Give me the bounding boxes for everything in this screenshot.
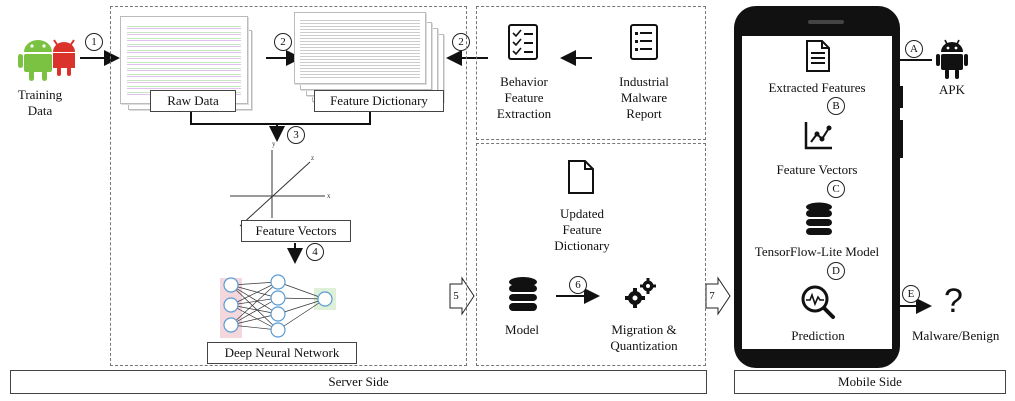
checklist-icon bbox=[508, 24, 538, 65]
updated-dictionary-label: Updated Feature Dictionary bbox=[540, 206, 624, 254]
step-5-badge: 5 bbox=[453, 290, 459, 302]
phone-screen bbox=[742, 36, 892, 349]
line-chart-icon bbox=[804, 120, 834, 155]
malware-report-label: Industrial Malware Report bbox=[604, 74, 684, 122]
mobile-feature-vectors-label: Feature Vectors bbox=[776, 162, 858, 177]
feature-dictionary-label: Feature Dictionary bbox=[314, 90, 444, 112]
behavior-line1: Behavior bbox=[500, 74, 548, 89]
axes-3d-icon: y x z bbox=[230, 140, 331, 227]
behavior-extraction-label: Behavior Feature Extraction bbox=[484, 74, 564, 122]
question-mark-icon: ? bbox=[944, 282, 963, 320]
apk-label: APK bbox=[938, 82, 965, 97]
raw-data-doc bbox=[120, 16, 248, 104]
migration-line2: Quantization bbox=[610, 338, 678, 353]
model-label: Model bbox=[505, 322, 539, 337]
behavior-line2: Feature bbox=[504, 90, 544, 105]
updated-line1: Updated bbox=[559, 206, 605, 221]
gears-icon bbox=[624, 276, 658, 315]
report-line2: Malware bbox=[620, 90, 668, 105]
server-panel bbox=[110, 6, 467, 366]
migration-label: Migration & Quantization bbox=[596, 322, 692, 354]
mobile-side-footer: Mobile Side bbox=[734, 370, 1006, 394]
step-4-badge: 4 bbox=[306, 243, 324, 261]
extracted-features-label: Extracted Features bbox=[768, 80, 866, 95]
model-panel bbox=[476, 143, 706, 366]
phone-volume-button bbox=[899, 86, 903, 108]
database-icon bbox=[508, 276, 538, 317]
android-icon bbox=[18, 36, 58, 87]
apk-android-icon bbox=[936, 38, 968, 85]
malware-android-icon bbox=[50, 38, 78, 83]
step-B-badge: B bbox=[827, 97, 845, 115]
feature-dictionary-doc bbox=[294, 12, 426, 84]
training-label-line2: Data bbox=[27, 103, 53, 118]
updated-line2: Feature bbox=[562, 222, 602, 237]
bracket-3 bbox=[190, 112, 371, 125]
report-line1: Industrial bbox=[619, 74, 669, 89]
phone-power-button bbox=[899, 120, 903, 158]
malware-benign-label: Malware/Benign bbox=[912, 328, 1000, 343]
step-C-badge: C bbox=[827, 180, 845, 198]
dnn-label: Deep Neural Network bbox=[207, 342, 357, 364]
block-arrow-7 bbox=[705, 276, 731, 316]
magnifier-pulse-icon bbox=[800, 284, 836, 325]
neural-network-icon bbox=[220, 274, 336, 338]
step-7-badge: 7 bbox=[709, 290, 715, 302]
step-6-badge: 6 bbox=[569, 276, 587, 294]
tflite-database-icon bbox=[805, 202, 833, 241]
prediction-label: Prediction bbox=[791, 328, 845, 343]
migration-line1: Migration & bbox=[611, 322, 677, 337]
svg-text:y: y bbox=[272, 140, 276, 148]
document-icon bbox=[568, 160, 594, 199]
raw-data-label: Raw Data bbox=[150, 90, 236, 112]
training-data-label: Training Data bbox=[10, 87, 70, 119]
step-1-badge: 1 bbox=[85, 33, 103, 51]
step-A-badge: A bbox=[905, 40, 923, 58]
svg-text:z: z bbox=[311, 154, 314, 162]
server-side-footer: Server Side bbox=[10, 370, 707, 394]
step-2b-badge: 2 bbox=[452, 33, 470, 51]
feature-vectors-label: Feature Vectors bbox=[241, 220, 351, 242]
phone-speaker bbox=[808, 20, 844, 24]
training-label-line1: Training bbox=[17, 87, 63, 102]
step-D-badge: D bbox=[827, 262, 845, 280]
report-line3: Report bbox=[626, 106, 662, 121]
step-2a-badge: 2 bbox=[274, 33, 292, 51]
behavior-line3: Extraction bbox=[496, 106, 552, 121]
step-E-badge: E bbox=[902, 285, 920, 303]
report-list-icon bbox=[630, 24, 658, 65]
extraction-panel bbox=[476, 6, 706, 140]
step-3-badge: 3 bbox=[287, 126, 305, 144]
text-document-icon bbox=[806, 40, 830, 77]
block-arrow-5 bbox=[449, 276, 475, 316]
svg-text:x: x bbox=[327, 192, 331, 200]
updated-line3: Dictionary bbox=[554, 238, 610, 253]
tflite-model-label: TensorFlow-Lite Model bbox=[754, 244, 880, 259]
